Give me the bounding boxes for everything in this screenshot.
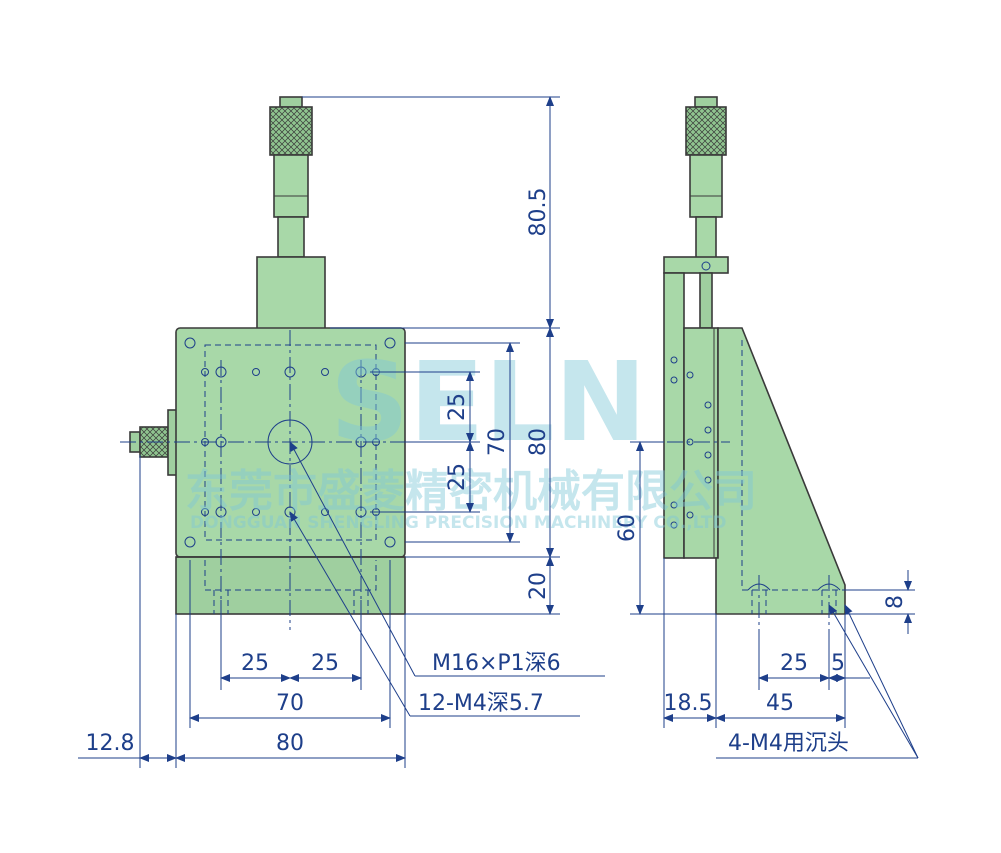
watermark: SELN 东莞市盛菱精密机械有限公司 DONGGUAN SHENGLING PR… — [185, 338, 757, 533]
center-hole-m16 — [267, 419, 313, 465]
dim-25-upper: 25 — [445, 393, 470, 421]
dim-80-5: 80.5 — [526, 188, 551, 237]
dim-80-horizontal: 80 — [276, 731, 304, 756]
dim-25-x-left: 25 — [241, 651, 269, 676]
watermark-company-cn: 东莞市盛菱精密机械有限公司 — [185, 466, 757, 517]
angle-bracket — [715, 327, 846, 615]
watermark-company-en: DONGGUAN SHENGLING PRECISION MACHINERY C… — [190, 513, 726, 533]
label-m4: 12-M4深5.7 — [418, 691, 544, 716]
dim-25-x-right: 25 — [311, 651, 339, 676]
watermark-logo: SELN — [330, 338, 647, 466]
dim-70-horizontal: 70 — [276, 691, 304, 716]
dim-20: 20 — [526, 572, 551, 600]
dim-70-vertical: 70 — [485, 428, 510, 456]
dim-45: 45 — [766, 691, 794, 716]
micrometer-head-side — [663, 96, 729, 329]
side-view — [640, 96, 846, 640]
dim-80-vertical: 80 — [526, 428, 551, 456]
front-dimensions: 80.5 25 25 70 80 20 25 25 70 80 12.8 M1 — [78, 96, 605, 768]
dim-8: 8 — [883, 595, 908, 609]
dim-25-side: 25 — [780, 651, 808, 676]
corner-holes — [184, 337, 396, 548]
dim-12-8: 12.8 — [86, 731, 135, 756]
side-holes — [670, 356, 712, 529]
dim-5: 5 — [831, 651, 845, 676]
side-dimensions: 60 8 25 5 18.5 45 4-M4用沉头 — [615, 441, 919, 759]
micrometer-head-front — [256, 96, 326, 330]
dim-60: 60 — [615, 514, 640, 542]
dim-18-5: 18.5 — [664, 691, 713, 716]
front-view — [120, 96, 420, 630]
dim-25-lower: 25 — [445, 463, 470, 491]
label-m16: M16×P1深6 — [432, 651, 561, 676]
label-side-holes: 4-M4用沉头 — [728, 731, 849, 756]
